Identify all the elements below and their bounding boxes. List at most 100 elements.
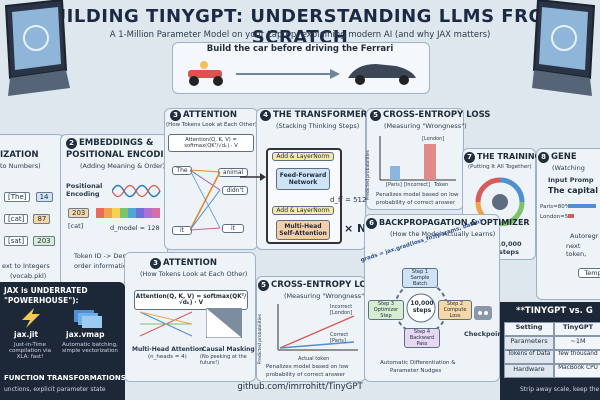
loss-bottom-xlabel: Actual token — [298, 356, 330, 362]
tokenization-heading: IZATION — [0, 150, 39, 160]
step-number: 4 — [260, 110, 271, 121]
step-number: 6 — [366, 218, 377, 229]
loss-bottom-ylabel: Predicted probabilities — [258, 314, 263, 365]
attention-top-sub: (How Tokens Look at Each Other) — [166, 122, 257, 128]
step-number: 8 — [538, 152, 549, 163]
token-row-2: [cat] 87 — [4, 206, 51, 225]
generation-prompt-2: The capital — [548, 186, 598, 195]
generation-sub: (Watching — [552, 164, 585, 172]
step-number: 5 — [370, 110, 381, 121]
positional-wave-icon — [112, 184, 161, 198]
loss-bar-label: [London] — [422, 136, 445, 142]
generation-prompt-1: Input Promp — [548, 176, 594, 184]
add-norm-bottom: Add & LayerNorm — [272, 206, 334, 215]
mha-label: Multi-Head Attention — [132, 346, 204, 353]
backprop-foot-2: Parameter Nudges — [390, 368, 442, 374]
token-label: [sat] — [4, 236, 29, 246]
robot-icon — [474, 306, 492, 320]
embedding-vector — [96, 208, 160, 218]
lightning-icon — [22, 308, 40, 328]
causal-mask-grid — [206, 308, 242, 338]
add-norm-top: Add & LayerNorm — [272, 152, 334, 161]
loss-incorrect-label: Incorrect [London] — [330, 304, 353, 316]
sports-car-icon — [348, 64, 416, 85]
tokenization-foot-2: (vocab.pkl) — [10, 272, 47, 280]
stack-icon — [74, 310, 102, 328]
attention-lines — [190, 169, 221, 231]
step-4-box: Step 4 Backward Pass — [404, 328, 440, 348]
comparison-value: ~1M — [554, 336, 600, 350]
comparison-col-2: TinyGPT — [554, 322, 600, 336]
embedding-dim: d_model = 128 — [110, 224, 160, 232]
generation-prob-bar — [568, 204, 596, 208]
embeddings-foot-2: order information injected — [74, 262, 159, 270]
arrow-right-icon — [240, 173, 266, 181]
comparison-col-1: Setting — [504, 322, 554, 336]
loss-bottom-sub: (Measuring "Wrongness") — [284, 292, 367, 300]
comparison-setting: Parameters — [504, 336, 554, 350]
loss-correct-label: Correct [Paris] — [330, 332, 349, 344]
token-id: 87 — [33, 214, 51, 224]
attention-top-formula: Attention(Q, K, V) = softmax(QKᵀ/√dₖ) · … — [168, 134, 254, 152]
loss-bar-label: [Paris] — [386, 182, 402, 188]
backprop-center-steps: 10,000 steps — [410, 300, 434, 314]
laptop-left-icon — [4, 0, 70, 96]
attention-word: didn't — [222, 186, 248, 195]
tokenization-panel — [0, 134, 64, 286]
generation-foot-1: Autoregr — [570, 232, 599, 240]
step-2-box: Step 2 Compute Loss — [438, 300, 472, 320]
token-row-3: [sat] 203 — [4, 228, 55, 247]
page-subtitle: A 1-Million Parameter Model on your Lapt… — [109, 30, 491, 40]
token-id: 14 — [35, 192, 53, 202]
loss-bottom-foot-1: Penalizes model based on low — [266, 364, 349, 370]
jax-footer-2: unctions, explicit parameter state — [4, 386, 106, 393]
comparison-setting: Tokens of Data — [504, 350, 554, 364]
comparison-foot: Strip away scale, keep the — [520, 386, 600, 393]
attention-word: it — [222, 224, 244, 233]
generation-prob-bar — [568, 214, 574, 218]
jax-panel — [0, 282, 125, 400]
generation-prob-2: London=5% — [540, 214, 574, 220]
jax-vmap-label: jax.vmap — [66, 330, 105, 339]
training-steps: 10,000 steps — [496, 240, 522, 256]
backprop-panel — [364, 214, 500, 382]
jax-footer-1: FUNCTION TRANSFORMATIONS — [4, 374, 126, 382]
tokenization-sub: to Numbers) — [0, 162, 41, 170]
attention-word: The — [172, 166, 192, 175]
d-ff-label: d_ff = 512 — [330, 196, 367, 204]
loss-bottom-foot-2: probability of correct answer — [266, 372, 346, 378]
jax-jit-sub: Just-in-Time compilation via XLA: fast! — [8, 342, 52, 360]
step-number: 2 — [66, 138, 77, 149]
loss-bottom-panel — [256, 276, 366, 382]
github-link[interactable]: github.com/imrrohitt/TinyGPT — [237, 382, 363, 392]
transformer-sub: (Stacking Thinking Steps) — [276, 122, 360, 130]
token-row-1: [The] 14 — [4, 184, 53, 203]
temperature-label: Temp — [578, 268, 600, 278]
embeddings-foot-1: Token ID -> Dense Vector, — [74, 252, 159, 260]
mask-sub: (No peeking at the future!) — [200, 354, 247, 366]
comparison-value: few thousand — [554, 350, 600, 364]
backprop-sub: (How the Model Actually Learns) — [390, 230, 496, 238]
step-3-box: Step 3 Optimizer Step — [368, 300, 404, 320]
embedding-token-id: 203 — [68, 208, 90, 218]
feed-forward-box: Feed-Forward Network — [276, 168, 330, 190]
attention-word: animal — [218, 168, 248, 177]
generation-prob-1: Paris=80% — [540, 204, 570, 210]
tokenization-foot-1: ext to Integers — [2, 262, 50, 270]
comparison-setting: Hardware — [504, 364, 554, 378]
loss-top-foot-2: probability of correct answer — [376, 200, 456, 206]
embedding-token-name: [cat] — [68, 222, 84, 230]
go-kart-icon — [188, 61, 223, 86]
step-number: 7 — [464, 152, 475, 163]
jax-heading-1: JAX is UNDERRATED — [4, 286, 88, 295]
token-label: [cat] — [4, 214, 29, 224]
loss-top-ylabel: Predicted probabilities — [366, 150, 371, 201]
step-1-box: Step 1 Sample Batch — [402, 268, 438, 288]
loss-top-bars — [379, 136, 456, 181]
